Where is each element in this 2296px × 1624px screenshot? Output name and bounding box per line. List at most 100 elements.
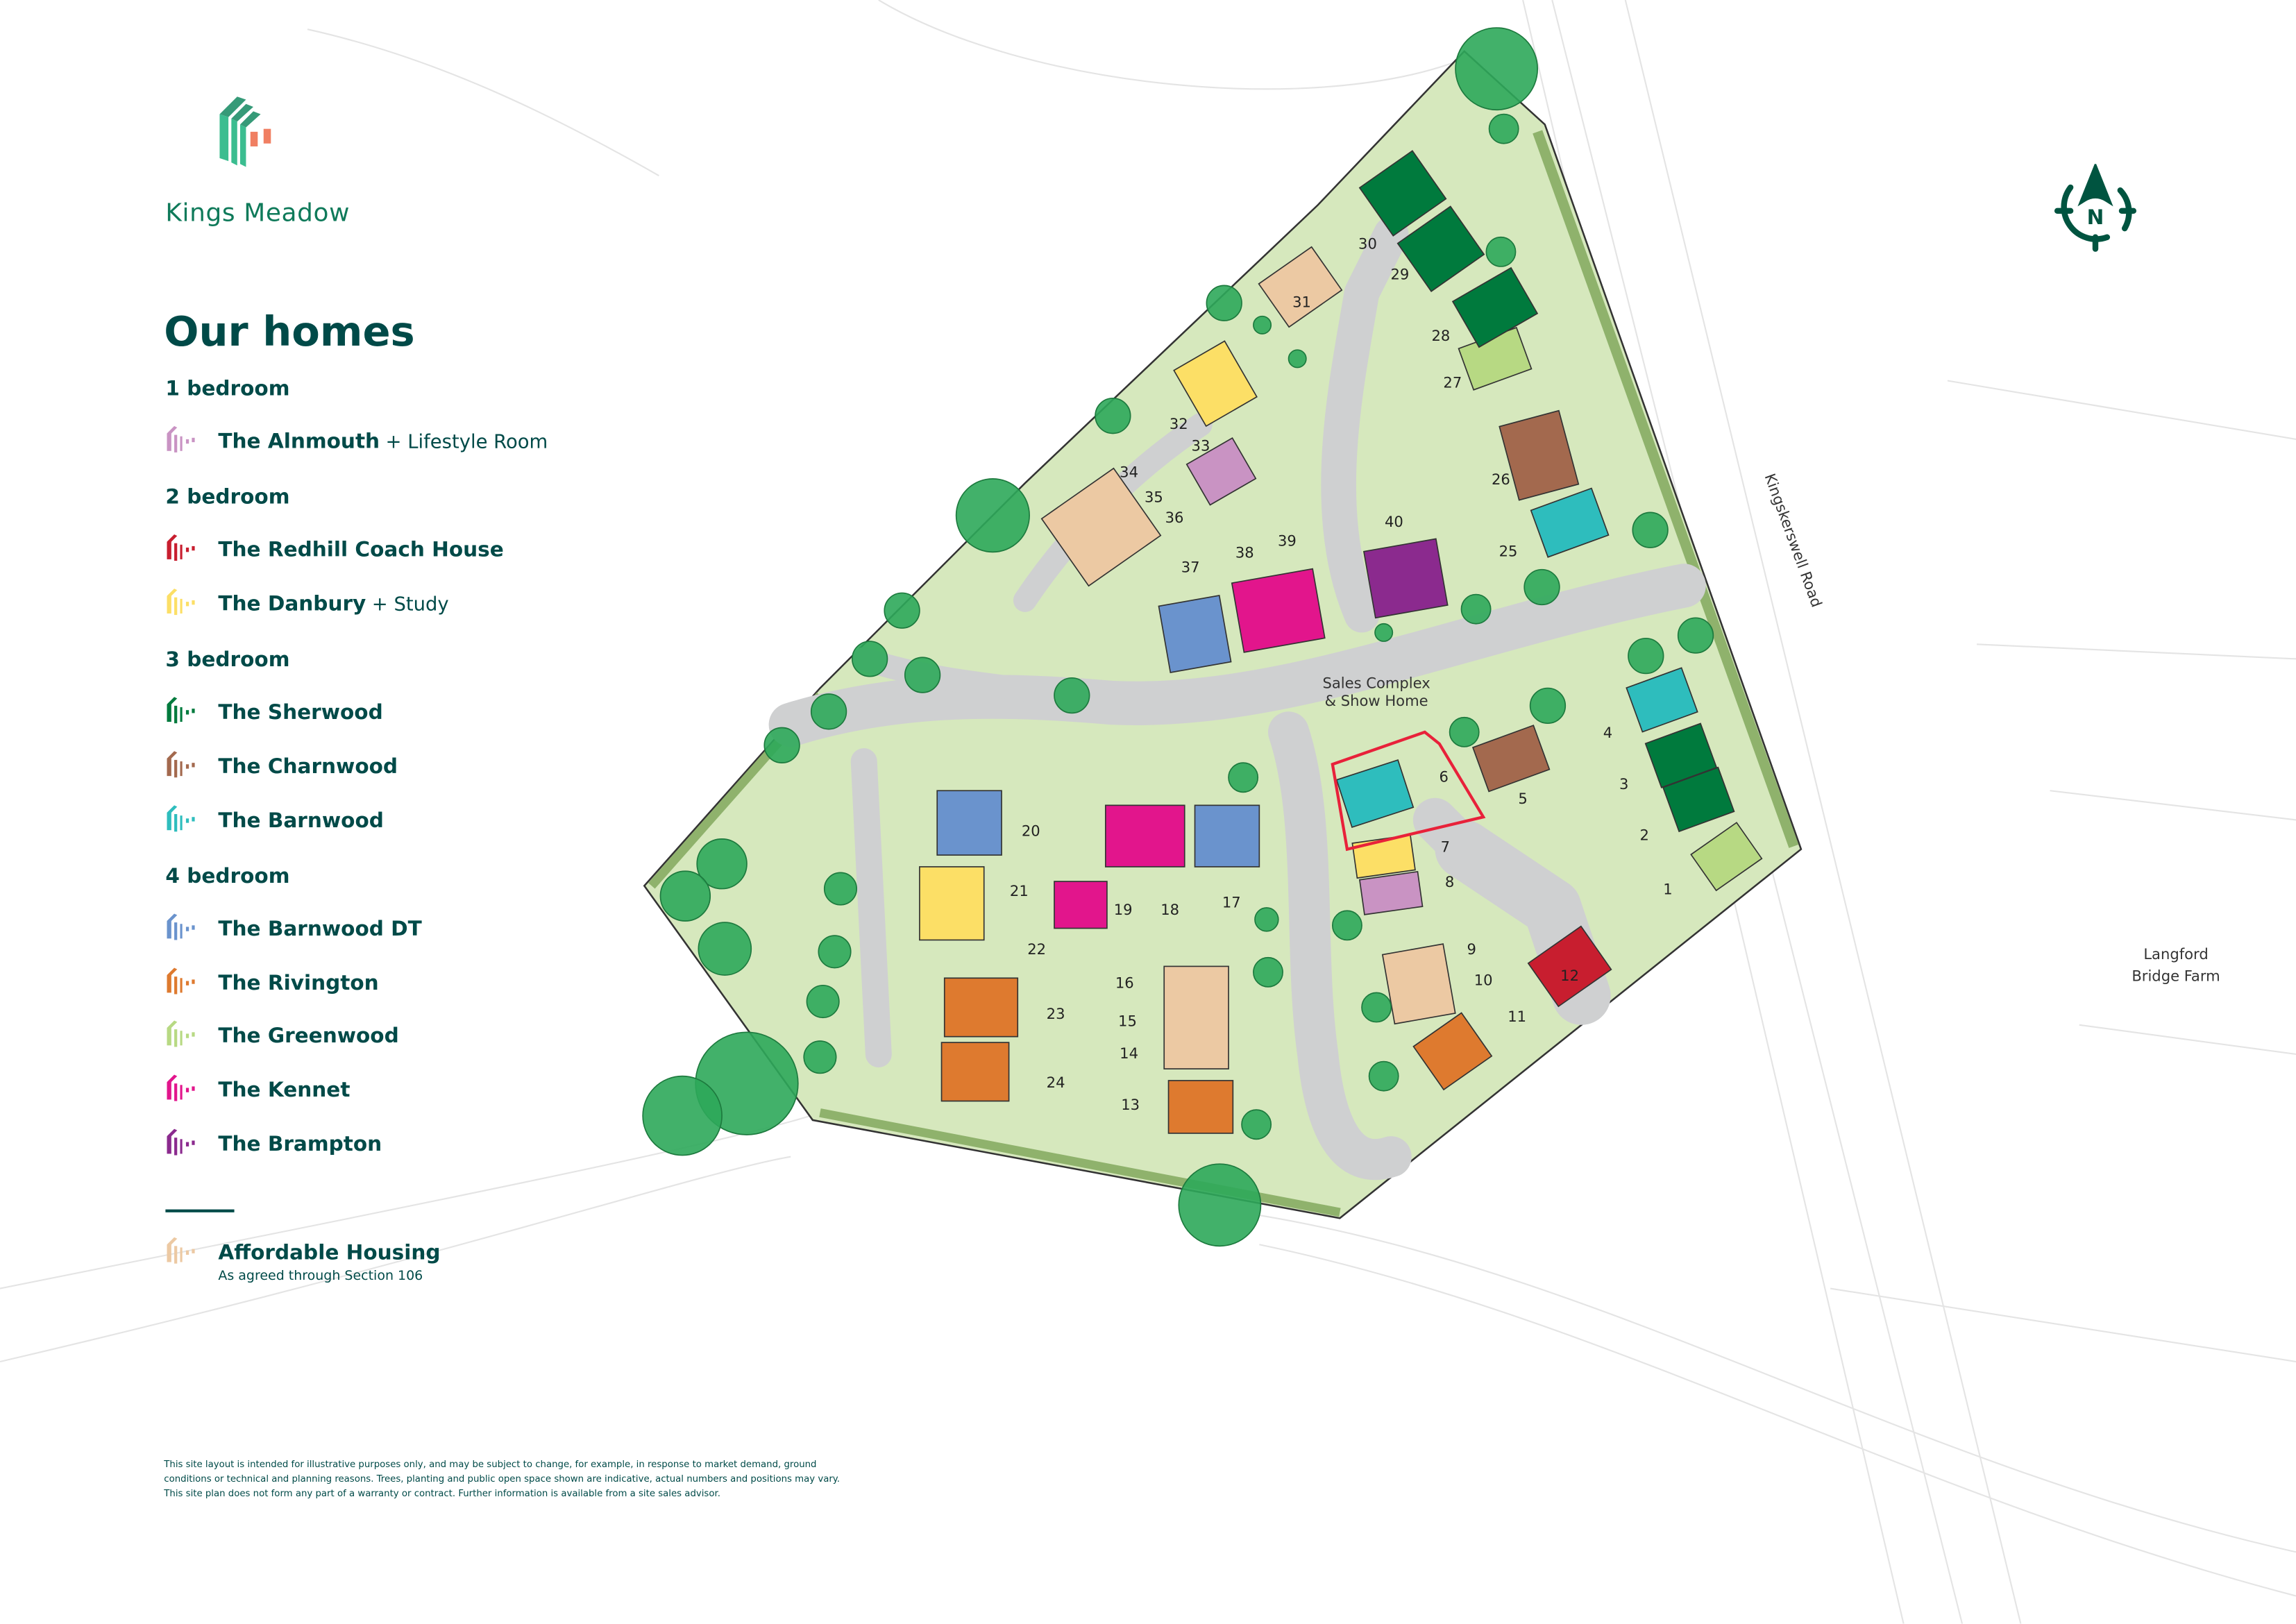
tree-icon: [1523, 568, 1560, 606]
plot-34[interactable]: 34: [1040, 463, 1162, 587]
house-affordable[interactable]: [1258, 246, 1343, 328]
house-affordable[interactable]: [1163, 965, 1229, 1069]
house-brampton[interactable]: [1362, 538, 1449, 619]
tree-icon: [818, 935, 852, 969]
plots-layer: 1234567891011121314151617181920212223242…: [919, 150, 1763, 1134]
legend-item-label: The Greenwood: [218, 1024, 399, 1049]
house-barnwooddt[interactable]: [1194, 804, 1260, 868]
tree-icon: [659, 870, 711, 922]
plot-39[interactable]: 39: [1278, 532, 1297, 550]
legend-divider: [165, 1209, 235, 1212]
house-charnwood[interactable]: [1499, 409, 1580, 501]
house-barnwood[interactable]: [1530, 487, 1610, 558]
house-alnmouth[interactable]: [1358, 871, 1424, 915]
plot-11[interactable]: 11: [1412, 1008, 1526, 1091]
plot-4[interactable]: 4: [1603, 667, 1698, 741]
legend-item-extra: + Study: [371, 593, 449, 616]
plot-28[interactable]: 28: [1432, 267, 1539, 348]
house-danbury[interactable]: [1351, 834, 1416, 879]
tree-icon: [1677, 617, 1714, 654]
plot-number: 20: [1022, 822, 1040, 839]
plot-31[interactable]: 31: [1258, 246, 1343, 328]
plot-number: 27: [1443, 374, 1462, 391]
plot-25[interactable]: 25: [1499, 487, 1610, 560]
plot-number: 4: [1603, 724, 1612, 741]
plot-22[interactable]: 22: [1027, 940, 1046, 958]
plot-8[interactable]: 8: [1358, 871, 1454, 915]
house-danbury[interactable]: [1173, 340, 1258, 428]
plot-32[interactable]: 32: [1170, 340, 1258, 432]
house-sherwood[interactable]: [1358, 150, 1447, 237]
house-rivington[interactable]: [1412, 1012, 1493, 1091]
plot-33[interactable]: 33: [1185, 437, 1257, 506]
house-danbury[interactable]: [919, 866, 985, 941]
legend-item-label: Affordable Housing: [218, 1242, 441, 1265]
plot-38[interactable]: 38: [1231, 543, 1326, 653]
plot-number: 14: [1120, 1044, 1138, 1062]
plot-7[interactable]: 7: [1351, 834, 1450, 879]
plot-36[interactable]: 36: [1165, 509, 1184, 526]
tree-icon: [1374, 623, 1394, 642]
house-redhill[interactable]: [1527, 925, 1612, 1008]
plot-15[interactable]: 15: [1118, 1013, 1137, 1030]
house-sherwood[interactable]: [1451, 267, 1539, 348]
plot-24[interactable]: 24: [940, 1042, 1065, 1102]
plot-6[interactable]: 6: [1335, 759, 1449, 828]
plot-35[interactable]: 35: [1145, 488, 1163, 505]
plot-29[interactable]: 29: [1390, 205, 1485, 293]
plot-14[interactable]: 14: [1120, 965, 1229, 1069]
north-arrow-icon: N: [2054, 162, 2137, 252]
house-kennet[interactable]: [1231, 568, 1326, 653]
affordable-house-icon: [165, 1236, 201, 1271]
house-kennet[interactable]: [1054, 881, 1108, 929]
tree-icon: [1228, 762, 1259, 793]
plot-26[interactable]: 26: [1492, 409, 1580, 501]
house-barnwood[interactable]: [1626, 667, 1698, 733]
plot-30[interactable]: 30: [1358, 150, 1447, 252]
house-charnwood[interactable]: [1471, 725, 1551, 793]
tree-icon: [1632, 511, 1669, 548]
rivington-house-icon: [165, 966, 201, 1001]
sales-complex-outline[interactable]: [1331, 730, 1486, 852]
house-kennet[interactable]: [1104, 804, 1185, 868]
plot-12[interactable]: 12: [1527, 925, 1612, 1008]
plot-37[interactable]: 37: [1158, 559, 1232, 673]
plot-3[interactable]: 3: [1619, 722, 1718, 793]
house-sherwood[interactable]: [1396, 205, 1485, 293]
plot-2[interactable]: 2: [1639, 766, 1735, 844]
legend-item-redhill: The Redhill Coach House: [165, 534, 504, 565]
legend-item-label: The Barnwood: [218, 809, 384, 834]
house-barnwood[interactable]: [1335, 759, 1415, 828]
house-barnwooddt[interactable]: [936, 790, 1002, 856]
plot-13[interactable]: 13: [1121, 1080, 1234, 1134]
house-greenwood[interactable]: [1690, 822, 1763, 892]
tree-icon: [763, 727, 800, 763]
house-affordable[interactable]: [1040, 467, 1162, 587]
plot-9[interactable]: 9: [1381, 940, 1476, 1025]
plot-number: 26: [1492, 471, 1510, 488]
plot-20[interactable]: 20: [936, 790, 1040, 856]
plot-21[interactable]: 21: [919, 866, 1029, 941]
plot-number: 15: [1118, 1013, 1137, 1030]
plot-18[interactable]: 18: [1104, 804, 1185, 918]
plot-23[interactable]: 23: [943, 977, 1065, 1038]
plot-16[interactable]: 16: [1115, 974, 1134, 992]
house-rivington[interactable]: [943, 977, 1019, 1038]
plot-19[interactable]: 19: [1054, 881, 1133, 929]
tree-icon: [1178, 1163, 1262, 1247]
plot-1[interactable]: 1: [1663, 822, 1763, 898]
sales-complex-label: Sales Complex: [1322, 675, 1430, 692]
house-sherwood[interactable]: [1644, 722, 1718, 788]
plot-40[interactable]: 40: [1362, 513, 1449, 619]
house-barnwooddt[interactable]: [1158, 595, 1232, 673]
plot-17[interactable]: 17: [1194, 804, 1260, 911]
house-alnmouth[interactable]: [1185, 437, 1257, 506]
plot-10[interactable]: 10: [1474, 971, 1493, 988]
house-rivington[interactable]: [1167, 1080, 1234, 1134]
barnwooddt-house-icon: [165, 912, 201, 947]
house-affordable[interactable]: [1381, 943, 1456, 1025]
plot-5[interactable]: 5: [1471, 725, 1551, 807]
house-rivington[interactable]: [940, 1042, 1010, 1102]
